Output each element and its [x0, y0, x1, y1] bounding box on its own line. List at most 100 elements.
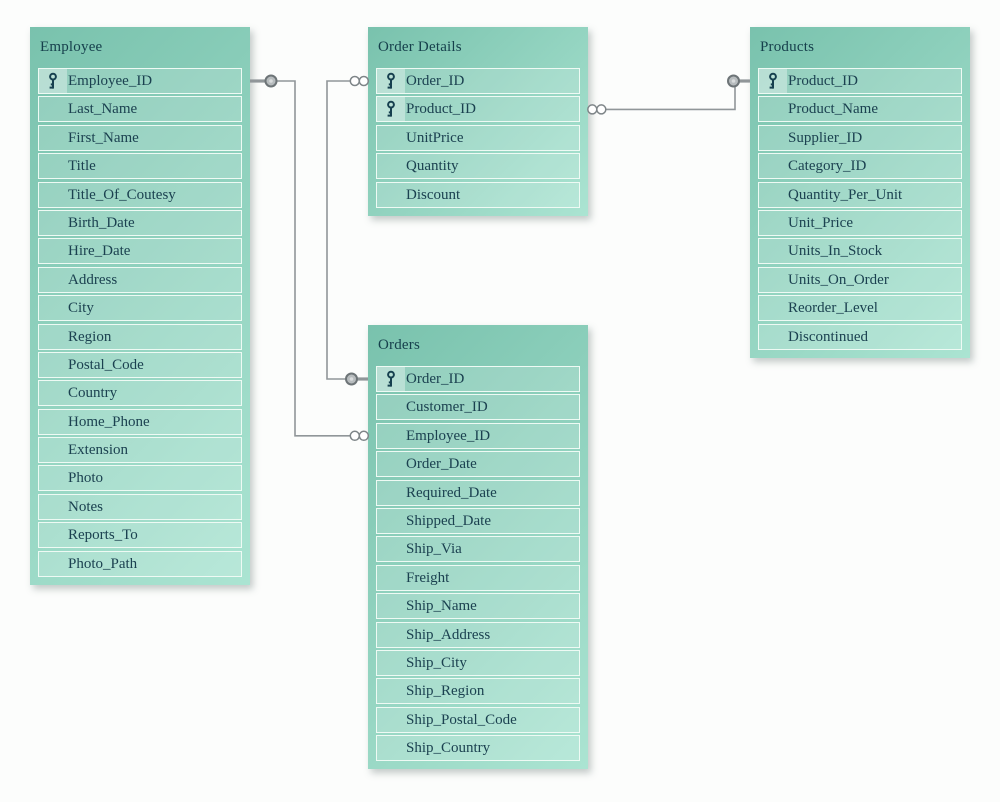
field-row[interactable]: Home_Phone	[38, 408, 242, 435]
field-row[interactable]: Birth_Date	[38, 209, 242, 236]
field-row[interactable]: Title	[38, 153, 242, 180]
field-row[interactable]: Order_ID	[376, 68, 580, 94]
key-icon-spacer	[39, 495, 67, 519]
primary-key-icon	[377, 97, 405, 122]
field-label: Notes	[68, 498, 103, 515]
field-label: Order_ID	[406, 371, 465, 387]
many-end-circle-marker	[587, 104, 598, 115]
field-row[interactable]: Ship_Postal_Code	[376, 706, 580, 733]
connector-line[interactable]	[605, 80, 750, 111]
field-label: Ship_City	[406, 654, 467, 671]
field-row[interactable]: Units_On_Order	[758, 266, 962, 293]
table-title: Employee	[40, 39, 103, 55]
key-icon-spacer	[759, 97, 787, 121]
key-icon-spacer	[39, 381, 67, 405]
field-label: Product_Name	[788, 101, 878, 118]
field-row[interactable]: Title_Of_Coutesy	[38, 181, 242, 208]
connector-orderdetails-products[interactable]	[587, 74, 750, 115]
field-label: Required_Date	[406, 484, 497, 501]
field-row[interactable]: Reports_To	[38, 522, 242, 549]
connector-line[interactable]	[250, 80, 351, 437]
field-label: Unit_Price	[788, 214, 853, 231]
key-icon-spacer	[377, 736, 405, 760]
one-end-dot-core	[731, 79, 736, 83]
one-end-dot-core	[269, 79, 273, 83]
field-label: Extension	[68, 442, 128, 459]
field-row[interactable]: Reorder_Level	[758, 295, 962, 322]
field-row[interactable]: Product_ID	[758, 68, 962, 94]
connector-line[interactable]	[326, 80, 368, 380]
field-row[interactable]: Order_Date	[376, 451, 580, 478]
connector-orderdetails-orders[interactable]	[326, 75, 370, 386]
field-row[interactable]: Order_ID	[376, 366, 580, 392]
table-title: Order Details	[378, 39, 462, 55]
connector-employee-orders[interactable]	[250, 74, 370, 442]
field-row[interactable]: Freight	[376, 564, 580, 591]
field-row[interactable]: Region	[38, 323, 242, 350]
field-row[interactable]: Photo	[38, 465, 242, 492]
key-icon-spacer	[39, 211, 67, 235]
key-icon-spacer	[39, 239, 67, 263]
field-label: Ship_Name	[406, 598, 477, 615]
field-row[interactable]: Discount	[376, 181, 580, 208]
field-label: Order_Date	[406, 456, 477, 473]
field-label: Ship_Address	[406, 626, 491, 643]
primary-key-icon	[377, 367, 405, 391]
field-label: Quantity_Per_Unit	[788, 186, 903, 203]
field-label: City	[68, 300, 94, 317]
field-row[interactable]: Postal_Code	[38, 351, 242, 378]
field-row[interactable]: Ship_Address	[376, 621, 580, 648]
field-row[interactable]: Last_Name	[38, 96, 242, 123]
field-row[interactable]: Employee_ID	[376, 422, 580, 449]
field-label: Photo_Path	[68, 555, 138, 572]
field-row[interactable]: Ship_Name	[376, 593, 580, 620]
key-icon-spacer	[39, 552, 67, 576]
key-icon-spacer	[759, 239, 787, 263]
field-row[interactable]: Product_ID	[376, 96, 580, 123]
field-row[interactable]: Ship_City	[376, 649, 580, 676]
field-row[interactable]: Product_Name	[758, 96, 962, 123]
field-row[interactable]: Discontinued	[758, 323, 962, 350]
one-end-dot-marker	[345, 372, 358, 386]
field-row[interactable]: Ship_Via	[376, 536, 580, 563]
key-icon-spacer	[377, 183, 405, 207]
field-label: Customer_ID	[406, 399, 488, 416]
field-row[interactable]: Employee_ID	[38, 68, 242, 94]
one-end-dot-marker	[727, 74, 740, 88]
field-row[interactable]: Units_In_Stock	[758, 238, 962, 265]
field-row[interactable]: Notes	[38, 493, 242, 520]
field-label: Birth_Date	[68, 214, 135, 231]
key-icon-spacer	[39, 183, 67, 207]
field-row[interactable]: Category_ID	[758, 153, 962, 180]
field-row[interactable]: Shipped_Date	[376, 507, 580, 534]
field-row[interactable]: Ship_Region	[376, 678, 580, 705]
key-icon-spacer	[759, 183, 787, 207]
field-row[interactable]: Quantity	[376, 153, 580, 180]
field-row[interactable]: Address	[38, 266, 242, 293]
field-row[interactable]: UnitPrice	[376, 124, 580, 151]
field-row[interactable]: Customer_ID	[376, 394, 580, 421]
field-row[interactable]: Photo_Path	[38, 550, 242, 577]
key-icon-spacer	[39, 410, 67, 434]
field-label: Title	[68, 158, 96, 175]
field-row[interactable]: Ship_Country	[376, 735, 580, 762]
field-row[interactable]: Unit_Price	[758, 209, 962, 236]
key-icon-spacer	[759, 325, 787, 349]
field-row[interactable]: Hire_Date	[38, 238, 242, 265]
field-row[interactable]: Country	[38, 380, 242, 407]
field-row[interactable]: Supplier_ID	[758, 124, 962, 151]
field-row[interactable]: Quantity_Per_Unit	[758, 181, 962, 208]
many-end-circle-marker	[349, 75, 361, 87]
field-row[interactable]: First_Name	[38, 124, 242, 151]
field-label: Ship_Postal_Code	[406, 711, 517, 728]
field-row[interactable]: Extension	[38, 437, 242, 464]
key-icon-spacer	[39, 97, 67, 121]
field-row[interactable]: City	[38, 295, 242, 322]
field-row[interactable]: Required_Date	[376, 479, 580, 506]
